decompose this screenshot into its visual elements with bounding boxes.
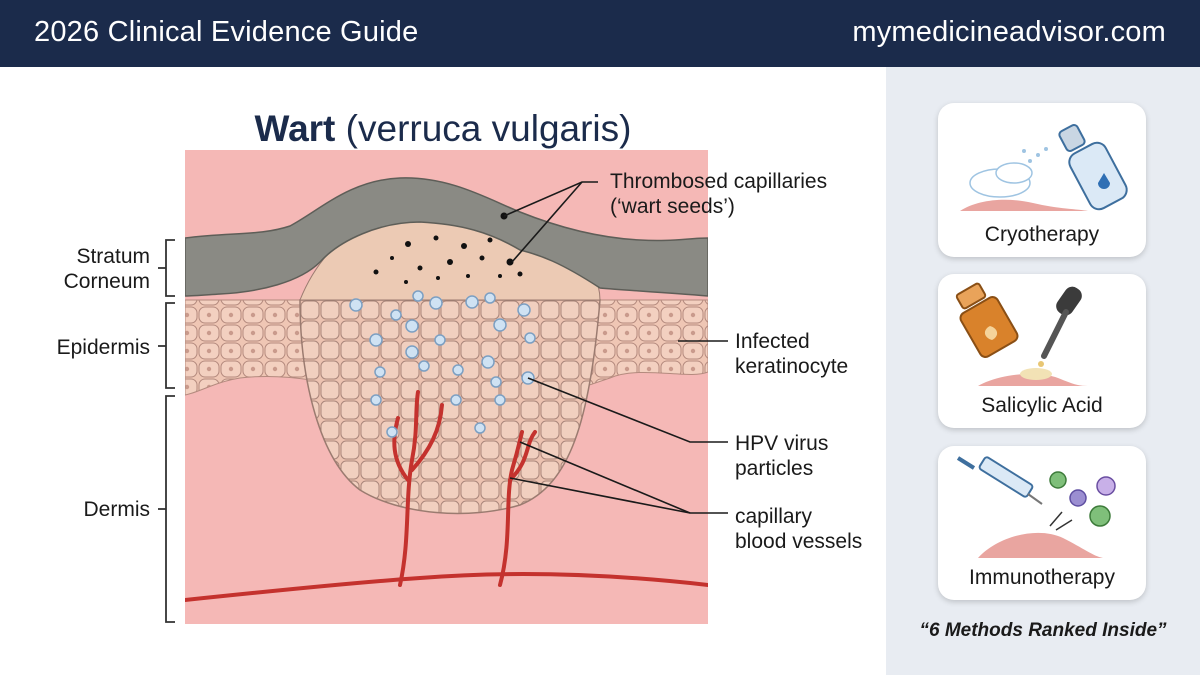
label-epidermis: Epidermis (56, 336, 150, 359)
callout-lines (503, 181, 728, 514)
callout-infected-keratinocyte: Infected keratinocyte (735, 330, 849, 378)
syringe-icon (956, 456, 1116, 558)
treatment-card-salicylic-acid[interactable]: Salicylic Acid (938, 274, 1146, 428)
title-rest: (verruca vulgaris) (335, 108, 632, 149)
dropper-bottle-icon (955, 282, 1088, 386)
callout-capillary-vessels: capillary blood vessels (735, 505, 863, 553)
capillary-vessels (185, 390, 708, 602)
treatment-card-cryotherapy[interactable]: Cryotherapy (938, 103, 1146, 257)
stratum-corneum-layer (185, 177, 708, 297)
methods-note: “6 Methods Ranked Inside” (919, 620, 1167, 641)
treatment-label: Salicylic Acid (981, 394, 1103, 417)
label-stratum-corneum: Stratum Corneum (63, 245, 150, 293)
site-url[interactable]: mymedicineadvisor.com (852, 16, 1166, 48)
diagram-title: Wart (verruca vulgaris) (0, 108, 886, 150)
treatment-label: Cryotherapy (984, 223, 1100, 246)
treatment-card-immunotherapy[interactable]: Immunotherapy (938, 446, 1146, 600)
callout-thrombosed-capillaries: Thrombosed capillaries (‘wart seeds’) (610, 170, 828, 218)
spray-can-icon (960, 124, 1128, 211)
title-bold: Wart (254, 108, 336, 149)
treatment-label: Immunotherapy (969, 566, 1115, 589)
callout-hpv-particles: HPV virus particles (735, 432, 829, 480)
thrombosed-dots (373, 212, 523, 284)
label-dermis: Dermis (83, 498, 151, 521)
layer-brackets (158, 239, 175, 623)
wart-cross-section (158, 150, 728, 624)
header-bar: 2026 Clinical Evidence Guide mymedicinea… (0, 0, 1200, 67)
hpv-particles (349, 290, 536, 438)
brand-title: 2026 Clinical Evidence Guide (34, 16, 419, 48)
